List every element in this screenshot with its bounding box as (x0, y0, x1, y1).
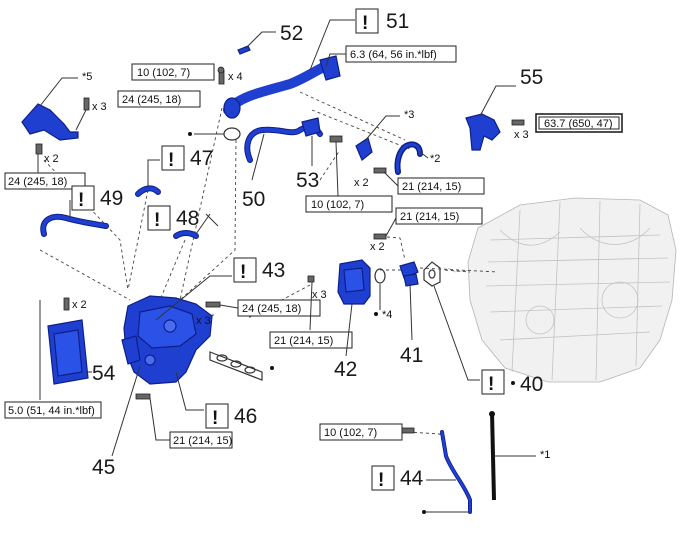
svg-text:x 2: x 2 (370, 241, 385, 253)
callout-45: 45 (92, 456, 115, 479)
torque-hose-clamp: 6.3 (64, 56 in.*lbf) (325, 45, 457, 67)
svg-text:24 (245, 18): 24 (245, 18) (242, 303, 301, 315)
part-53: 53 10 (102, 7) (296, 135, 393, 213)
intake-gasket (209, 351, 274, 381)
svg-text:x 2: x 2 (72, 299, 87, 311)
torque-dipstick: 10 (102, 7) (324, 427, 377, 439)
part-49-hose: ! 49 (40, 185, 123, 237)
svg-text:!: ! (488, 374, 494, 395)
torque-pump-42: 21 (214, 15) (274, 335, 333, 347)
svg-text:x 3: x 3 (514, 129, 529, 141)
part-44-dipstick-tube: 10 (102, 7) ! 44 (319, 423, 472, 514)
torque-pipe-50: 10 (102, 7) (311, 199, 364, 211)
torque-part-55: 63.7 (650, 47) (544, 118, 613, 130)
part-54-cover: 54 x 2 5.0 (51, 44 in.*lbf) (4, 297, 116, 419)
svg-text:!: ! (154, 210, 160, 231)
bolt-icon (373, 233, 387, 240)
torque-bracket-5-lower: 24 (245, 18) (8, 176, 67, 188)
part-52-clip: 52 (237, 22, 303, 55)
part-46-bolt: ! 46 21 (214, 15) (135, 371, 257, 449)
svg-text:x 2: x 2 (354, 177, 369, 189)
svg-text:6.3 (64, 56 in.*lbf): 6.3 (64, 56 in.*lbf) (350, 49, 437, 61)
callout-5: *5 (82, 71, 92, 83)
part-4-o-ring: *4 (374, 268, 392, 321)
bolt-icon (329, 135, 343, 143)
svg-text:10 (102, 7): 10 (102, 7) (137, 67, 190, 79)
callout-55: 55 (520, 66, 543, 89)
part-55-bracket: 55 x 3 63.7 (650, 47) (465, 66, 623, 151)
svg-text:x 2: x 2 (44, 153, 59, 165)
svg-text:!: ! (362, 13, 368, 34)
svg-text:!: ! (78, 190, 84, 211)
svg-text:!: ! (212, 408, 218, 429)
part-47-hose: ! 47 (135, 145, 213, 197)
caution-mark-40 (481, 369, 505, 395)
svg-text:!: ! (240, 262, 246, 283)
part-45-main-housing: ! 43 45 (92, 257, 285, 479)
torque-cover-54: 5.0 (51, 44 in.*lbf) (8, 405, 95, 417)
callout-41: 41 (400, 344, 423, 367)
caution-mark-44 (371, 465, 395, 491)
part-1-dipstick: *1 (489, 411, 550, 501)
callout-42: 42 (334, 358, 357, 381)
part-48-hose: ! 48 (147, 205, 219, 239)
callout-44: 44 (400, 467, 424, 490)
caution-mark-46 (205, 403, 229, 429)
callout-2: *2 (430, 153, 440, 165)
torque-bracket-5-upper: 24 (245, 18) (122, 94, 181, 106)
callout-51: 51 (386, 10, 409, 33)
torque-right-upper: 21 (214, 15) (400, 211, 459, 223)
callout-53: 53 (296, 169, 319, 192)
torque-housing-43: x 3 24 (245, 18) (196, 299, 321, 327)
part-51-intake-pipe: ! 51 (223, 8, 409, 119)
svg-text:x 3: x 3 (312, 289, 327, 301)
callout-40: 40 (520, 373, 543, 396)
callout-47: 47 (190, 147, 213, 170)
svg-text:x 4: x 4 (228, 71, 243, 83)
svg-text:!: ! (168, 150, 174, 171)
caution-mark-48 (147, 205, 171, 231)
torque-bottom-46: 21 (214, 15) (173, 435, 232, 447)
part-5-bracket: *5 x 3 24 (245, 18) x 2 24 (245, 18) (4, 71, 201, 190)
part-40-gasket: ! 40 (423, 261, 543, 396)
callout-46: 46 (234, 405, 257, 428)
callout-1: *1 (540, 449, 550, 461)
callout-50: 50 (242, 188, 265, 211)
part-42-pump: x 3 21 (214, 15) 42 (269, 259, 371, 381)
callout-43: 43 (262, 259, 285, 282)
part-3-and-2-pipes: *3 *2 x 2 21 (214, 15) (354, 109, 485, 195)
callout-4: *4 (382, 309, 392, 321)
part-41-fitting: 41 x 2 21 (214, 15) (370, 207, 483, 367)
caution-mark-51 (355, 8, 379, 34)
caution-mark-49 (71, 185, 95, 211)
torque-pipe-2: 21 (214, 15) (402, 181, 461, 193)
bolt-icon (135, 393, 151, 400)
bolt-icon (205, 301, 221, 308)
bolt-icon (35, 143, 43, 155)
svg-text:!: ! (378, 470, 384, 491)
part-50-pipe: 50 (242, 117, 323, 211)
caution-mark-43 (233, 257, 257, 283)
bolt-icon (83, 97, 90, 111)
bolt-icon (373, 167, 387, 174)
bolt-icon (63, 297, 70, 311)
engine-assembly-illustration (447, 197, 677, 383)
caution-mark-47 (161, 145, 185, 171)
callout-3: *3 (404, 109, 414, 121)
callout-52: 52 (280, 22, 303, 45)
torque-top-bolt: 10 (102, 7) x 4 (131, 63, 243, 85)
callout-48: 48 (176, 207, 199, 230)
bolt-icon (307, 275, 315, 283)
svg-text:x 3: x 3 (92, 101, 107, 113)
bolt-icon (511, 119, 525, 126)
callout-49: 49 (100, 187, 123, 210)
bolt-icon (401, 427, 415, 434)
svg-text:x 3: x 3 (196, 315, 211, 327)
gasket-ring (188, 127, 241, 141)
callout-54: 54 (92, 362, 116, 385)
